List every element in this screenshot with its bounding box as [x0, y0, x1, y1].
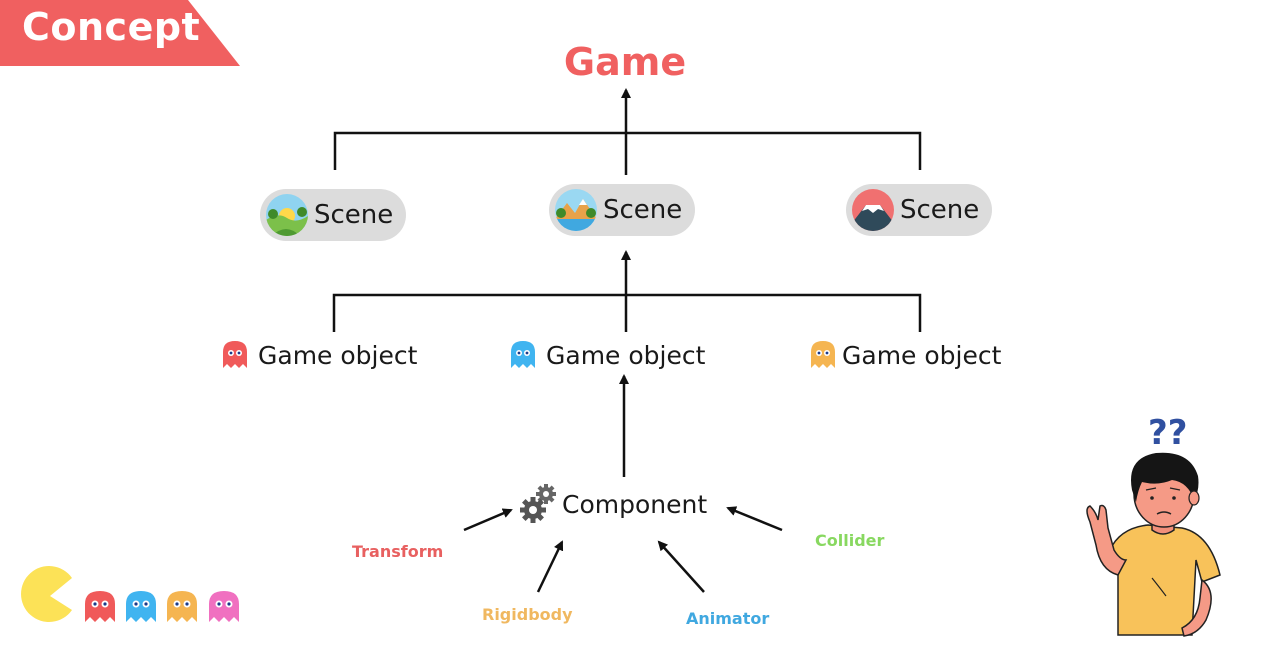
game-object-left: Game object	[222, 337, 417, 373]
game-object-label: Game object	[258, 340, 418, 370]
collider-arrow	[726, 506, 783, 532]
ghost-icon	[85, 591, 115, 622]
scene-label: Scene	[314, 200, 394, 230]
mountain-lake-icon	[555, 189, 597, 231]
scene-pill-right: Scene	[846, 184, 992, 236]
pacman-ghosts-decoration	[21, 566, 239, 622]
game-object-label: Game object	[546, 340, 706, 370]
meadow-landscape-icon	[266, 194, 308, 236]
component-node: Component	[520, 484, 707, 524]
game-title: Game	[563, 40, 687, 84]
transform-label: Transform	[352, 542, 444, 561]
ghost-icon	[811, 341, 835, 368]
ghost-icon	[511, 341, 535, 368]
scene-label: Scene	[603, 195, 683, 225]
objects-to-scene-connector	[332, 250, 922, 332]
concept-title: Concept	[22, 5, 201, 49]
scene-pill-left: Scene	[260, 189, 406, 241]
transform-arrow	[463, 508, 513, 532]
concept-banner	[0, 0, 240, 66]
scenes-to-game-connector	[333, 88, 922, 175]
mount-fuji-icon	[852, 189, 894, 231]
scene-label: Scene	[900, 195, 980, 225]
collider-label: Collider	[815, 531, 885, 550]
animator-arrow	[657, 540, 705, 593]
scene-pill-center: Scene	[549, 184, 695, 236]
confused-person-illustration: ??	[1086, 413, 1221, 637]
gears-icon	[520, 484, 556, 523]
component-label: Component	[562, 489, 708, 519]
game-object-right: Game object	[810, 337, 1001, 373]
ghost-icon	[126, 591, 156, 622]
game-object-label: Game object	[842, 340, 1002, 370]
ghost-icon	[167, 591, 197, 622]
pacman-icon	[21, 566, 72, 622]
rigidbody-arrow	[536, 540, 564, 593]
ghost-icon	[209, 591, 239, 622]
ghost-icon	[223, 341, 247, 368]
animator-label: Animator	[686, 609, 770, 628]
game-object-center: Game object	[510, 337, 705, 373]
question-marks: ??	[1148, 413, 1187, 453]
rigidbody-label: Rigidbody	[482, 605, 573, 624]
